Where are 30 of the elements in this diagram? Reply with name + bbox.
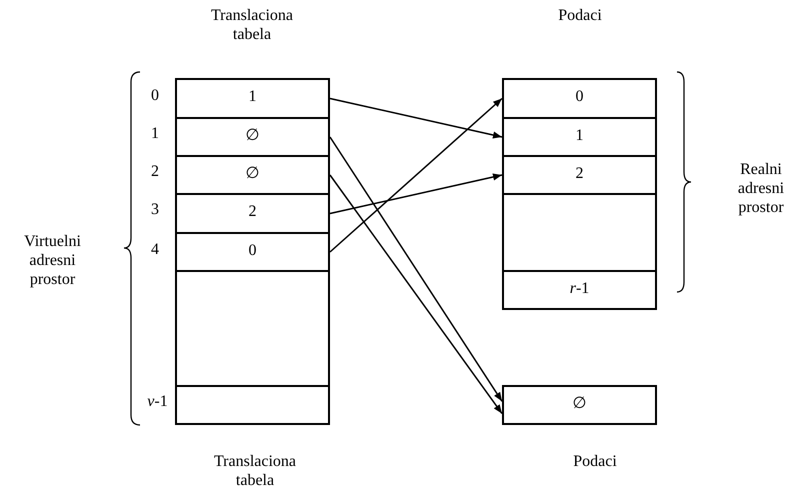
- table-cell: r-1: [502, 270, 657, 310]
- row-index: 1: [150, 124, 160, 143]
- table-cell: 0: [175, 232, 330, 272]
- caption-text: Podaci: [557, 6, 603, 25]
- table-cell: [502, 193, 657, 272]
- table-cell: 2: [502, 155, 657, 195]
- row-index: v-1: [146, 392, 169, 411]
- table-cell: ∅: [175, 117, 330, 157]
- arrow: [329, 136, 503, 402]
- arrow: [330, 98, 502, 139]
- row-index: 4: [150, 240, 160, 259]
- table-cell: 2: [175, 193, 330, 234]
- row-index: 2: [150, 162, 160, 181]
- row-index: 0: [150, 86, 160, 105]
- caption-text: Virtuelni adresni prostor: [23, 232, 82, 289]
- caption-text: Translaciona tabela: [210, 6, 294, 44]
- caption-text: Translaciona tabela: [212, 452, 298, 490]
- caption-text: Realni adresni prostor: [736, 160, 786, 217]
- table-cell: [175, 385, 330, 425]
- row-index: 3: [150, 200, 160, 219]
- table-cell: ∅: [502, 385, 657, 425]
- table-cell: 1: [175, 78, 330, 119]
- arrow: [330, 173, 502, 214]
- table-cell: ∅: [175, 155, 330, 195]
- arrow: [329, 174, 503, 414]
- table-cell: [175, 270, 330, 387]
- caption-text: Podaci: [572, 452, 618, 471]
- table-cell: 0: [502, 78, 657, 119]
- arrow: [330, 98, 502, 253]
- table-cell: 1: [502, 117, 657, 157]
